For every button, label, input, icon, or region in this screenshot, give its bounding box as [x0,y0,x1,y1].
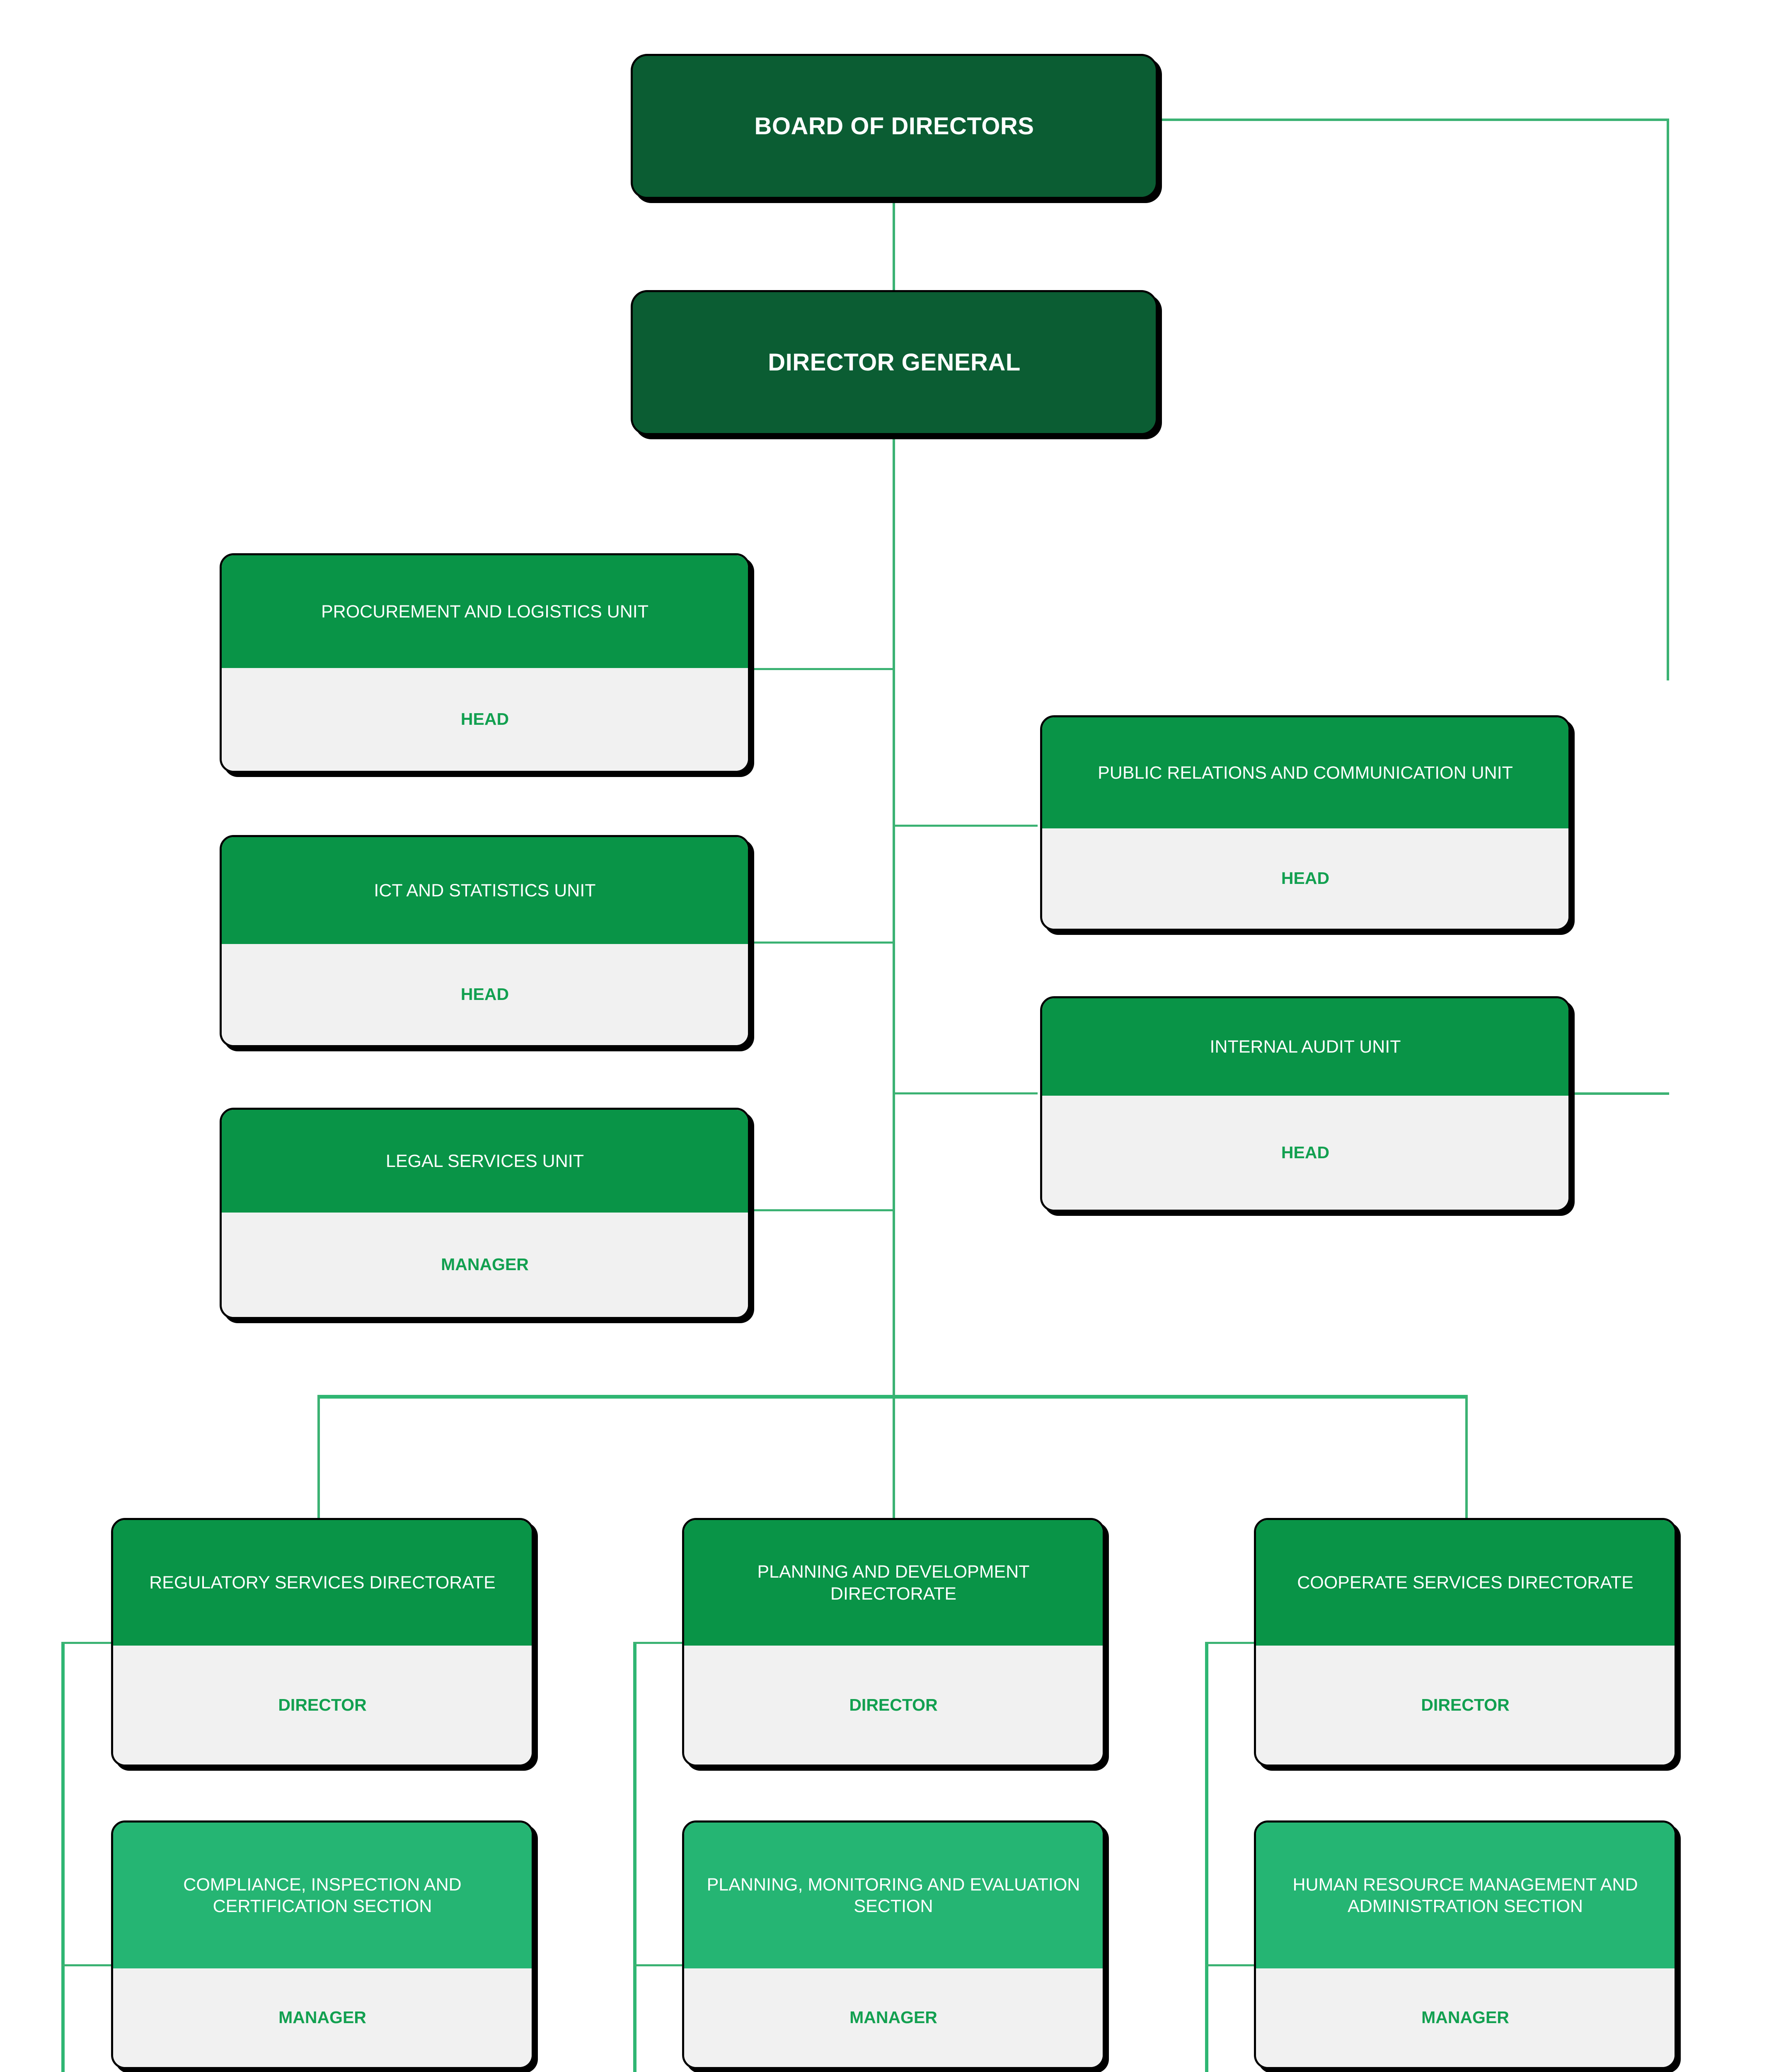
board-of-directors-title: BOARD OF DIRECTORS [633,56,1156,197]
connector-cooperate-to-director [1205,1642,1258,1644]
connector-bar-drop-planning [893,1395,895,1520]
regulatory-directorate-title: REGULATORY SERVICES DIRECTORATE [113,1520,532,1646]
connector-regulatory-to-compliance [61,1964,114,1966]
procurement-unit-title: PROCUREMENT AND LOGISTICS UNIT [222,555,748,668]
director-general-title: DIRECTOR GENERAL [633,292,1156,433]
connector-rail-planning [633,1642,636,2072]
connector-dg-to-internal-audit [893,1092,1038,1094]
node-ict-and-statistics-unit[interactable]: ICT AND STATISTICS UNIT HEAD [220,835,750,1047]
connector-board-right-stub [1156,119,1669,121]
connector-bar-drop-regulatory [317,1395,320,1520]
node-director-general[interactable]: DIRECTOR GENERAL [631,290,1158,435]
public-relations-unit-title: PUBLIC RELATIONS AND COMMUNICATION UNIT [1042,717,1568,828]
compliance-section-title: COMPLIANCE, INSPECTION AND CERTIFICATION… [113,1823,532,1968]
cooperate-directorate-title: COOPERATE SERVICES DIRECTORATE [1256,1520,1675,1646]
node-public-relations-and-communication-unit[interactable]: PUBLIC RELATIONS AND COMMUNICATION UNIT … [1040,715,1571,931]
connector-dg-to-ict [750,942,895,944]
connector-rail-cooperate [1205,1642,1208,2072]
connector-rail-to-internal-audit [1571,1092,1669,1095]
internal-audit-unit-title: INTERNAL AUDIT UNIT [1042,998,1568,1096]
connector-dg-to-public-relations [893,825,1038,827]
connector-cooperate-to-hr [1205,1964,1258,1966]
ict-unit-title: ICT AND STATISTICS UNIT [222,837,748,944]
node-planning-monitoring-evaluation-section[interactable]: PLANNING, MONITORING AND EVALUATION SECT… [682,1820,1105,2069]
node-board-of-directors[interactable]: BOARD OF DIRECTORS [631,54,1158,199]
ict-unit-role: HEAD [222,944,748,1045]
connector-board-to-dg [893,197,895,292]
planning-directorate-title: PLANNING AND DEVELOPMENT DIRECTORATE [684,1520,1103,1646]
legal-unit-title: LEGAL SERVICES UNIT [222,1110,748,1213]
connector-dg-to-procurement [750,668,895,670]
connector-planning-to-director [633,1642,686,1644]
node-internal-audit-unit[interactable]: INTERNAL AUDIT UNIT HEAD [1040,996,1571,1212]
hr-section-title: HUMAN RESOURCE MANAGEMENT AND ADMINISTRA… [1256,1823,1675,1968]
pme-section-title: PLANNING, MONITORING AND EVALUATION SECT… [684,1823,1103,1968]
node-regulatory-services-directorate[interactable]: REGULATORY SERVICES DIRECTORATE DIRECTOR [111,1518,534,1767]
regulatory-directorate-role: DIRECTOR [113,1646,532,1765]
connector-bar-drop-cooperate [1465,1395,1468,1520]
public-relations-unit-role: HEAD [1042,828,1568,929]
connector-dg-to-legal [750,1209,895,1211]
connector-right-rail-vertical [1667,119,1669,680]
planning-directorate-role: DIRECTOR [684,1646,1103,1765]
node-procurement-and-logistics-unit[interactable]: PROCUREMENT AND LOGISTICS UNIT HEAD [220,553,750,773]
node-human-resource-management-administration-section[interactable]: HUMAN RESOURCE MANAGEMENT AND ADMINISTRA… [1254,1820,1677,2069]
hr-section-role: MANAGER [1256,1968,1675,2067]
node-legal-services-unit[interactable]: LEGAL SERVICES UNIT MANAGER [220,1108,750,1319]
legal-unit-role: MANAGER [222,1213,748,1317]
connector-dg-spine [893,437,895,1395]
internal-audit-unit-role: HEAD [1042,1096,1568,1210]
connector-rail-regulatory [61,1642,65,2072]
node-compliance-inspection-certification-section[interactable]: COMPLIANCE, INSPECTION AND CERTIFICATION… [111,1820,534,2069]
node-cooperate-services-directorate[interactable]: COOPERATE SERVICES DIRECTORATE DIRECTOR [1254,1518,1677,1767]
connector-regulatory-to-director [61,1642,114,1644]
connector-planning-to-pme [633,1964,686,1966]
pme-section-role: MANAGER [684,1968,1103,2067]
cooperate-directorate-role: DIRECTOR [1256,1646,1675,1765]
compliance-section-role: MANAGER [113,1968,532,2067]
node-planning-and-development-directorate[interactable]: PLANNING AND DEVELOPMENT DIRECTORATE DIR… [682,1518,1105,1767]
procurement-unit-role: HEAD [222,668,748,771]
